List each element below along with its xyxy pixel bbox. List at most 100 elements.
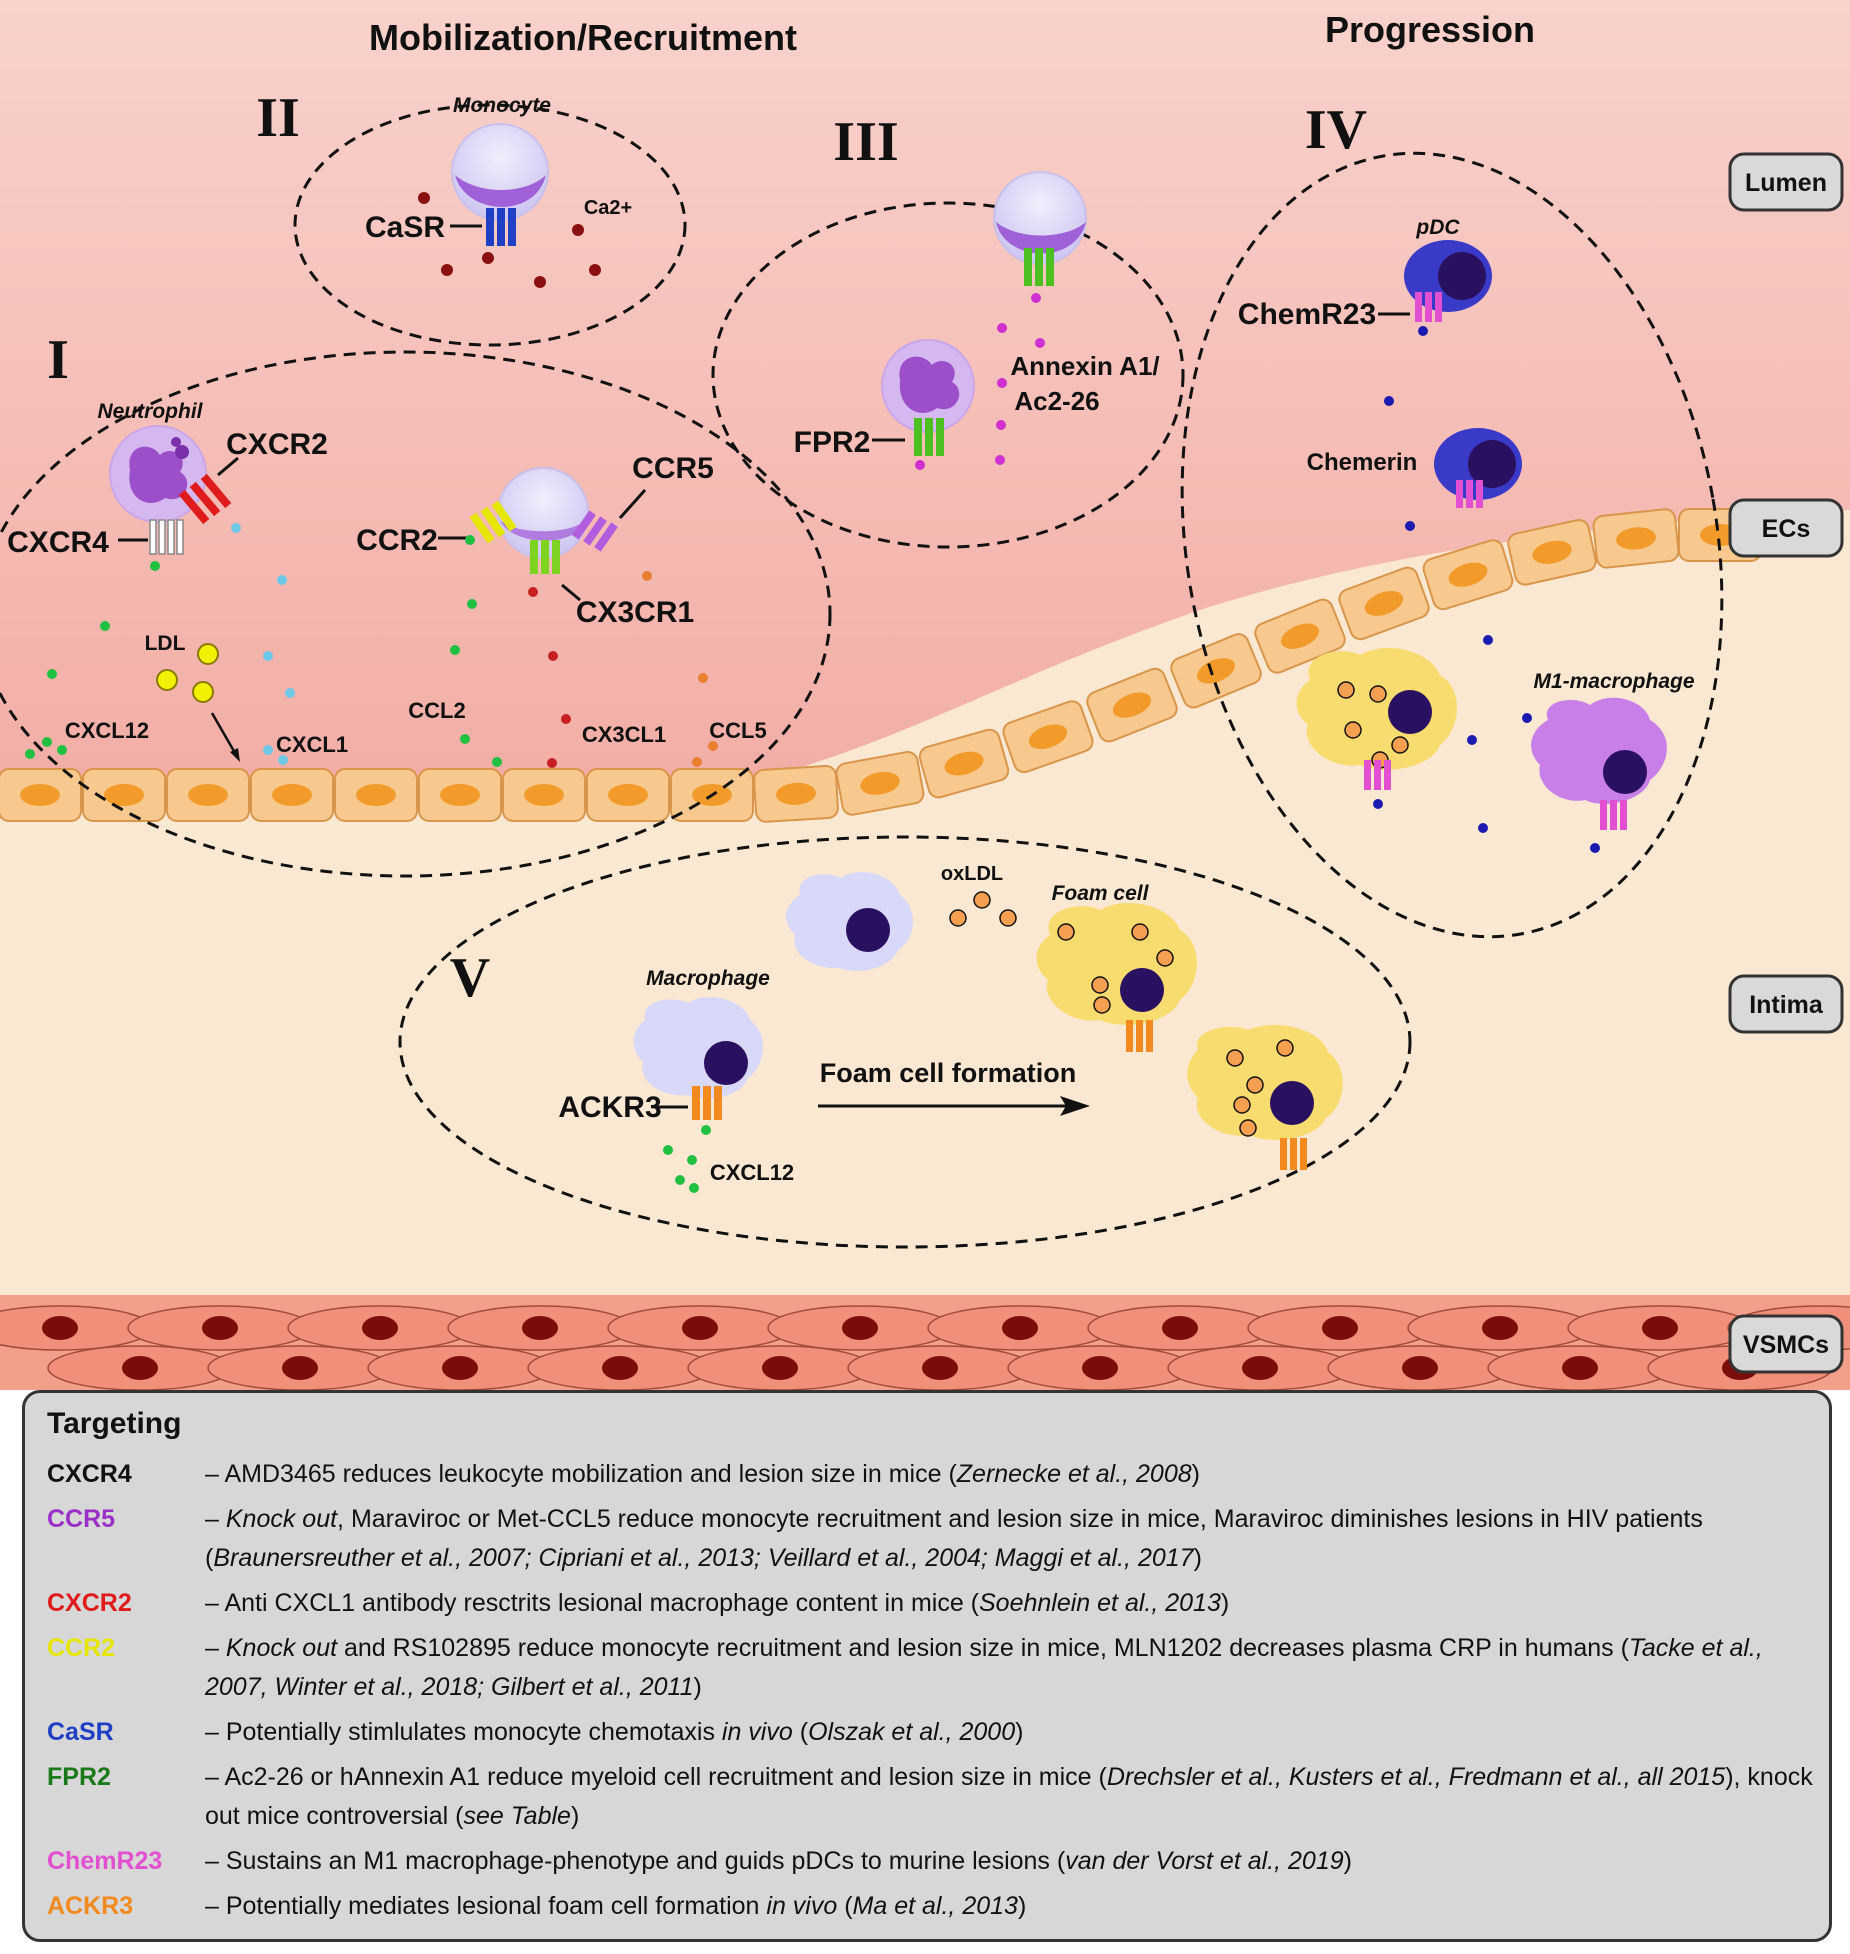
description-text: ), knock out mice controversial ( xyxy=(205,1763,1813,1830)
vsmc-cell xyxy=(1087,1305,1273,1351)
m1-macrophage-cell xyxy=(1531,697,1667,830)
description-text: – Potentially stimlulates monocyte chemo… xyxy=(205,1718,722,1746)
macrophage-label: Macrophage xyxy=(646,967,770,990)
targeting-receptor: CXCR2 xyxy=(47,1589,132,1617)
description-text: – Anti CXCL1 antibody resctrits lesional… xyxy=(205,1589,979,1617)
targeting-row: CaSR – Potentially stimlulates monocyte c… xyxy=(41,1713,1813,1752)
ccr2-label: CCR2 xyxy=(356,524,438,557)
description-text: – AMD3465 reduces leukocyte mobilization… xyxy=(205,1460,957,1488)
cxcl12-label: CXCL12 xyxy=(65,718,149,743)
vsmc-cell xyxy=(1247,1305,1433,1351)
stage-III-label: III xyxy=(833,111,898,173)
targeting-description: – Sustains an M1 macrophage-phenotype an… xyxy=(205,1842,1813,1881)
cxcl12-stage-V-label: CXCL12 xyxy=(710,1160,794,1185)
intima-side-label: Intima xyxy=(1728,974,1844,1034)
casr-label: CaSR xyxy=(365,211,445,244)
neutrophil-stage-III xyxy=(881,339,975,433)
cxcr4-label: CXCR4 xyxy=(7,526,109,559)
endothelial-cell xyxy=(82,768,166,822)
endothelial-cell xyxy=(1086,667,1178,743)
stage-V-label: V xyxy=(450,947,490,1009)
stage-II-label: II xyxy=(256,87,300,149)
endothelial-cell xyxy=(1507,519,1597,586)
description-text: – xyxy=(205,1634,226,1662)
annexin-label-line1: Annexin A1/ xyxy=(1010,351,1159,381)
targeting-receptor: ACKR3 xyxy=(47,1892,134,1920)
targeting-panel: Targeting CXCR4– AMD3465 reduces leukocy… xyxy=(22,1390,1832,1942)
mobilization-header: Mobilization/Recruitment xyxy=(369,17,797,58)
ccl2-label: CCL2 xyxy=(408,698,465,723)
macrophage-stage-V xyxy=(633,997,763,1099)
oxldl-particles xyxy=(949,891,1017,927)
targeting-receptor: CXCR4 xyxy=(47,1460,132,1488)
targeting-description: – Ac2-26 or hAnnexin A1 reduce myeloid c… xyxy=(205,1758,1813,1836)
endothelial-cell-layer xyxy=(0,508,1762,823)
endothelial-cell xyxy=(918,728,1010,799)
vsmc-cell xyxy=(1007,1345,1193,1390)
vsmc-cell xyxy=(1407,1305,1593,1351)
vsmc-cell xyxy=(127,1305,313,1351)
stage-V-boundary xyxy=(398,835,1412,1249)
description-text: ) xyxy=(693,1673,702,1701)
ca2-label: Ca2+ xyxy=(584,197,632,219)
vsmc-cell xyxy=(927,1305,1113,1351)
citation-text: in vivo xyxy=(766,1892,838,1920)
citation-text: see Table xyxy=(463,1802,571,1830)
monocyte-stage-II xyxy=(451,123,549,221)
targeting-receptor: CaSR xyxy=(47,1718,114,1746)
description-text: – Ac2-26 or hAnnexin A1 reduce myeloid c… xyxy=(205,1763,1107,1791)
description-text: and RS102895 reduce monocyte recruitment… xyxy=(337,1634,1629,1662)
cxcr2-receptor xyxy=(178,473,232,525)
targeting-row: ACKR3 – Potentially mediates lesional foa… xyxy=(41,1887,1813,1926)
pdc-cell-2 xyxy=(1434,428,1522,508)
citation-text: van der Vorst et al., 2019 xyxy=(1065,1847,1344,1875)
endothelial-cell xyxy=(0,768,82,822)
neutrophil-label: Neutrophil xyxy=(98,400,204,423)
foam-cell-2 xyxy=(1187,1024,1343,1170)
macrophage-stage-V-top xyxy=(785,872,913,971)
targeting-description: – Anti CXCL1 antibody resctrits lesional… xyxy=(205,1584,1813,1623)
citation-text: Drechsler et al., Kusters et al., Fredma… xyxy=(1106,1763,1726,1791)
stage-IV-boundary xyxy=(1180,151,1724,939)
vsmc-cells xyxy=(0,1305,1850,1390)
description-text: ( xyxy=(792,1718,809,1746)
targeting-receptor: FPR2 xyxy=(47,1763,111,1791)
vsmc-cell xyxy=(1327,1345,1513,1390)
ca2-ions xyxy=(418,192,601,288)
ccr2-receptor xyxy=(469,500,517,544)
endothelial-cell xyxy=(1592,508,1680,569)
lumen-side-label: Lumen xyxy=(1728,152,1844,212)
targeting-receptor: ChemR23 xyxy=(47,1847,163,1875)
description-text: ) xyxy=(570,1802,580,1830)
targeting-receptor: CCR2 xyxy=(47,1634,116,1662)
description-text: – Sustains an M1 macrophage-phenotype an… xyxy=(205,1847,1066,1875)
ligand-dots-stage-I xyxy=(25,523,718,768)
svg-text:ECs: ECs xyxy=(1762,515,1811,543)
vsmc-cell xyxy=(287,1305,473,1351)
endothelial-cell xyxy=(835,751,925,816)
monocyte-stage-III xyxy=(993,171,1087,286)
endothelial-cell xyxy=(1002,700,1094,774)
ldl-label: LDL xyxy=(145,632,186,655)
cx3cr1-label: CX3CR1 xyxy=(576,596,694,629)
description-text: ( xyxy=(837,1892,853,1920)
chemr23-receptor xyxy=(1415,292,1442,322)
cxcl1-label: CXCL1 xyxy=(276,732,348,757)
stage-III-boundary xyxy=(711,201,1185,549)
chemerin-label: Chemerin xyxy=(1307,449,1418,476)
description-text: – xyxy=(205,1505,226,1533)
cx3cr1-receptor xyxy=(530,540,560,574)
vsmc-cell xyxy=(1567,1305,1753,1351)
vsmc-cell xyxy=(1487,1345,1673,1390)
description-text: ) xyxy=(1220,1589,1230,1617)
cxcr2-label: CXCR2 xyxy=(226,428,328,461)
stage-II-boundary xyxy=(293,103,687,347)
endothelial-cell xyxy=(418,768,502,822)
description-text: – Potentially mediates lesional foam cel… xyxy=(205,1892,767,1920)
foam-formation-label: Foam cell formation xyxy=(820,1058,1077,1088)
vsmc-cell xyxy=(527,1345,713,1390)
ccr5-receptor xyxy=(572,510,618,552)
ackr3-label: ACKR3 xyxy=(558,1091,661,1124)
targeting-row: CXCR2 – Anti CXCL1 antibody resctrits les… xyxy=(41,1584,1813,1623)
